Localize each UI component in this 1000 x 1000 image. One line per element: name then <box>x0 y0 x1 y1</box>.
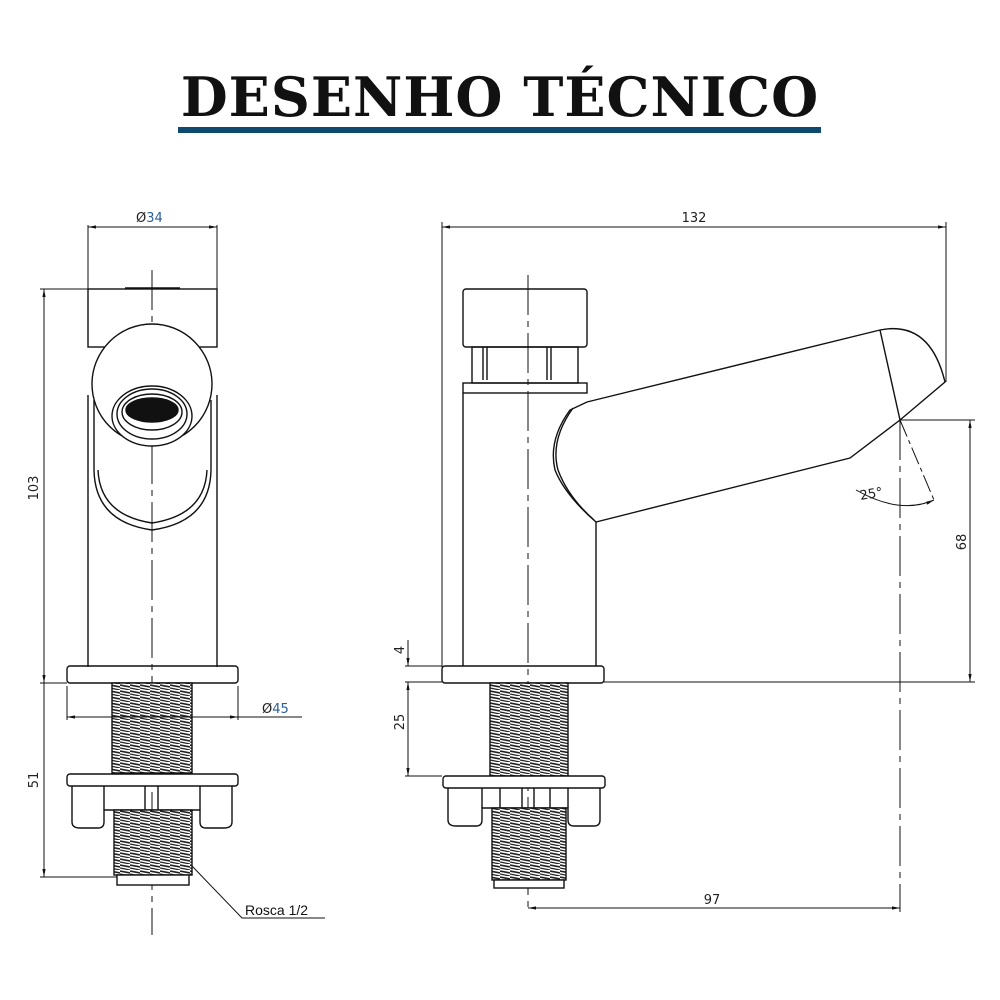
dim-spout-angle: 25° <box>859 485 884 504</box>
title-underline <box>178 127 821 133</box>
dim-overall-height: 103 <box>27 476 42 501</box>
dim-base-diameter: Ø45 <box>262 702 289 717</box>
page-title: DESENHO TÉCNICO <box>180 65 820 129</box>
dim-thread-to-nut: 25 <box>393 714 408 731</box>
dim-spout-height: 68 <box>955 534 970 551</box>
thread-callout: Rosca 1/2 <box>245 902 308 918</box>
dim-base-thickness: 4 <box>393 646 408 654</box>
front-view <box>40 225 325 935</box>
dim-overall-length: 132 <box>682 211 707 226</box>
side-view <box>405 222 975 912</box>
dim-spout-reach: 97 <box>704 893 721 908</box>
dim-thread-height: 51 <box>27 772 42 789</box>
dim-top-diameter: Ø34 <box>136 211 163 226</box>
